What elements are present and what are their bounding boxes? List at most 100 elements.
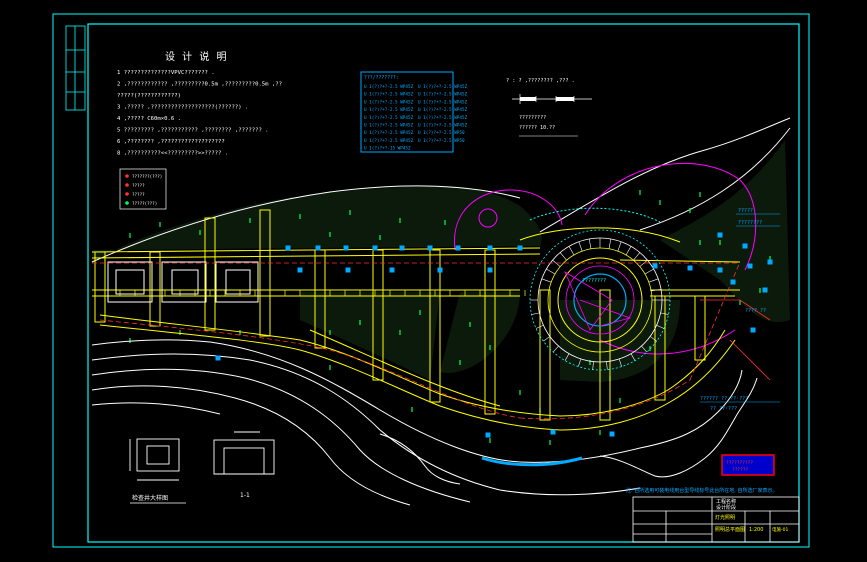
- spec-row-right: U 1(?)?+?-2.5 WP50: [418, 138, 465, 144]
- road-post: [654, 295, 666, 401]
- plaza-tick: [625, 246, 632, 256]
- sheet-border-inner: [87, 23, 800, 543]
- legend-label: ?????: [132, 183, 145, 188]
- road-post: [694, 295, 706, 361]
- spec-row-right: U 1(?)?+?-2.5 WP45Z: [418, 99, 468, 105]
- note-line: 1 ??????????????VPVC??????? .: [117, 70, 215, 76]
- plaza-tick: [546, 268, 556, 275]
- legend-marker: [125, 201, 129, 205]
- plaza-ticks: [530, 238, 670, 370]
- road-post: [429, 249, 441, 403]
- junction-marker: [717, 232, 723, 238]
- section-note: ? : ? ,???????? ,??? . ????????? ?????? …: [506, 78, 592, 137]
- legend: ???????(???)?????????? ?????(???): [119, 168, 167, 210]
- road-post: [149, 251, 161, 327]
- legend-label: ?????(???): [132, 201, 157, 206]
- right-callout-2: ????????: [738, 220, 762, 226]
- junction-marker: [297, 267, 303, 273]
- design-notes: 设 计 说 明 1 ??????????????VPVC??????? .2 ,…: [117, 50, 282, 157]
- plaza-tick: [541, 278, 552, 283]
- spec-row-left: U 1(?)?+?-2.5 WP45Z: [364, 84, 414, 90]
- note-line: 8 ,??????????<<?????????>>????? .: [117, 151, 228, 157]
- stamp-line2: ??????: [732, 467, 749, 473]
- sheet-border-outer: [52, 13, 810, 548]
- plaza-tick: [568, 246, 575, 256]
- legend-label: ???????(???): [132, 174, 162, 179]
- junction-marker: [742, 243, 748, 249]
- planting-areas: [91, 117, 791, 382]
- note-line: 3 ,????? ,???????????????????(??????) .: [117, 105, 248, 111]
- junction-marker: [372, 245, 378, 251]
- plaza-tick: [618, 358, 622, 367]
- plaza-tick: [649, 336, 657, 342]
- legend-label: ?????: [132, 192, 145, 197]
- plaza-tick: [617, 241, 622, 252]
- junction-marker: [750, 327, 756, 333]
- plaza-tick: [564, 353, 570, 361]
- spec-row-right: U 1(?)?+?-2.5 WP45Z: [418, 107, 468, 113]
- right-callout-1: ?????: [738, 208, 753, 214]
- junction-marker: [389, 267, 395, 273]
- spec-row-left: U 1(?)?+?-2.5 WP45Z: [364, 130, 414, 136]
- junction-marker: [717, 267, 723, 273]
- spec-table-header: ???/???????:: [364, 75, 399, 81]
- junction-marker: [730, 279, 736, 285]
- note-line: 2 ,???????????? ,?????????0.5m ,????????…: [117, 82, 282, 88]
- spec-row-left: U 1(?)?+?-2.5 WP45Z: [364, 99, 414, 105]
- plaza-tick: [630, 353, 636, 361]
- plaza-tick: [641, 345, 648, 353]
- junction-marker: [747, 263, 753, 269]
- spec-row-left: U 1(?)?+?-2.5 WP45Z: [364, 107, 414, 113]
- spec-row-left: U 1(?)?+?-15 WP45Z: [364, 146, 411, 152]
- title-company: 工程名称: [716, 498, 736, 505]
- note-line: 4 ,????? C60m×0.6 .: [117, 116, 181, 122]
- title-drawing-name: 灯光照明: [715, 514, 735, 521]
- section-note-line1: ? : ? ,???????? ,??? .: [506, 78, 575, 84]
- water-arc: [481, 456, 583, 467]
- inspection-well-detail: [129, 438, 180, 481]
- main-road: [91, 247, 741, 431]
- right-callouts: ????? ???????? ???? ?? ?????? ?? ??·??? …: [700, 208, 780, 412]
- plaza-tick: [592, 361, 594, 370]
- road-post: [204, 217, 216, 331]
- right-callout-3: ???? ??: [745, 308, 766, 314]
- plaza-tick: [644, 268, 654, 275]
- road-post: [259, 209, 271, 337]
- junction-marker: [399, 245, 405, 251]
- road-post: [372, 249, 384, 381]
- well-section-detail: [213, 431, 275, 475]
- plaza-tick: [651, 288, 662, 292]
- section-note-line3: ?????? 10.??: [519, 125, 555, 131]
- junction-marker: [427, 245, 433, 251]
- plaza-label: ????????: [582, 278, 606, 284]
- spec-row-right: U 1(?)?+?-2.5 WP45Z: [418, 123, 468, 129]
- road-post: [539, 289, 551, 421]
- junction-markers: [215, 232, 773, 438]
- spec-row-left: U 1(?)?+?-2.5 WP45Z: [364, 92, 414, 98]
- pavilions: [107, 261, 259, 303]
- plaza-tick: [588, 238, 592, 249]
- junction-marker: [767, 259, 773, 265]
- junction-marker: [343, 245, 349, 251]
- binding-strip: [65, 25, 86, 111]
- detail-plan-label: 检查井大样图: [132, 494, 168, 502]
- junction-marker: [762, 287, 768, 293]
- legend-marker: [125, 183, 129, 187]
- legend-marker: [125, 192, 129, 196]
- plaza-tick: [531, 312, 540, 315]
- junction-marker: [285, 245, 291, 251]
- junction-marker: [652, 263, 658, 269]
- spec-row-right: U 1(?)?+?-2.5 WP45Z: [418, 92, 468, 98]
- spec-row-right: U 1(?)?+?-2.5 WP50: [418, 130, 465, 136]
- plaza-tick: [633, 252, 641, 261]
- approval-stamp: ?????????? ??????: [721, 454, 775, 476]
- junction-marker: [687, 265, 693, 271]
- junction-marker: [487, 267, 493, 273]
- junction-marker: [437, 267, 443, 273]
- plaza-tick: [606, 361, 608, 370]
- spec-row-right: U 1(?)?+?-2.5 WP45Z: [418, 115, 468, 121]
- note-line: ?????(????????????): [117, 93, 181, 99]
